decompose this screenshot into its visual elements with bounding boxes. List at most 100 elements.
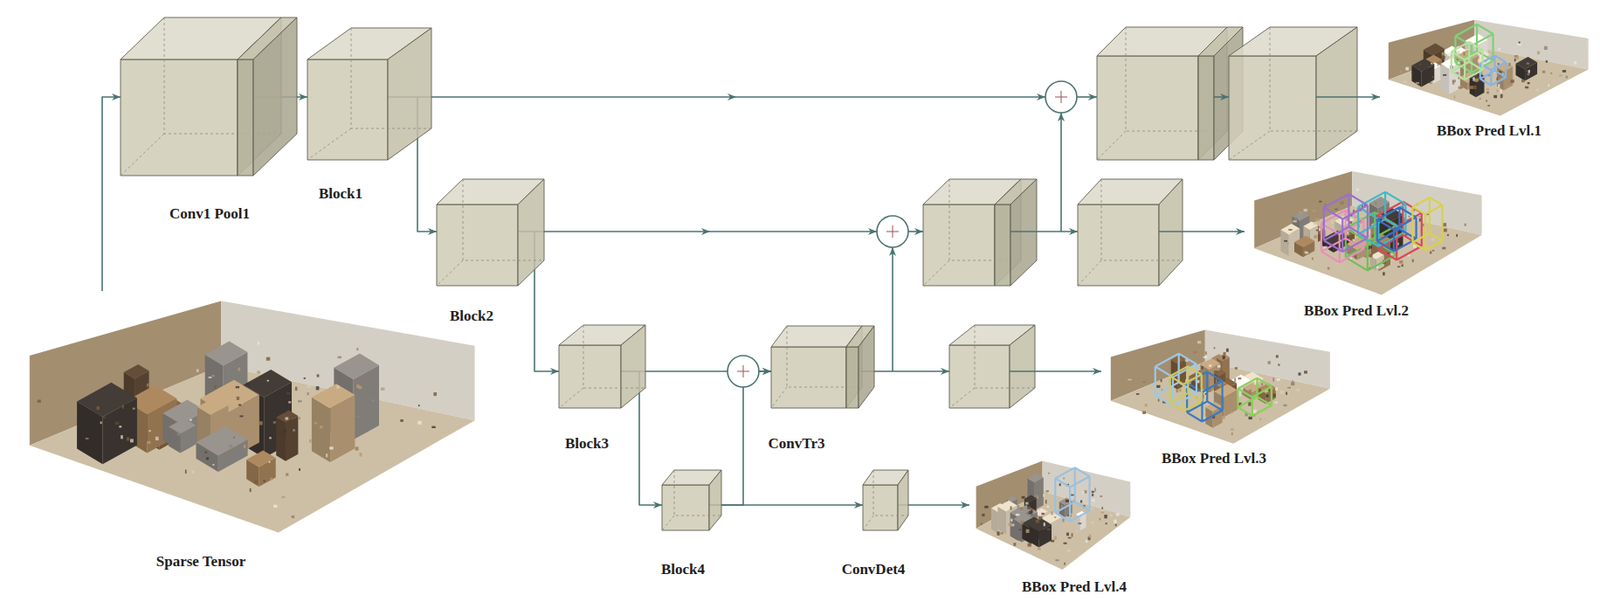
- point-speck: [1020, 520, 1024, 525]
- scene-object: [275, 417, 286, 462]
- point-speck: [1412, 259, 1414, 263]
- point-speck: [1458, 86, 1463, 90]
- point-speck: [1127, 379, 1132, 381]
- point-speck: [1374, 201, 1377, 205]
- point-speck: [1045, 489, 1049, 492]
- block-side: [897, 469, 909, 531]
- point-speck: [249, 488, 252, 492]
- sum-circle: [1045, 81, 1077, 113]
- block-side: [620, 324, 646, 408]
- bbox-wireframe: [1377, 206, 1417, 251]
- point-speck: [1070, 494, 1075, 497]
- point-speck: [1054, 536, 1057, 540]
- point-speck: [1369, 254, 1373, 257]
- point-speck: [358, 452, 362, 456]
- layer-label: Block1: [318, 185, 363, 203]
- point-speck: [1273, 393, 1276, 397]
- point-speck: [285, 473, 289, 476]
- point-speck: [1493, 95, 1497, 98]
- point-speck: [1021, 496, 1026, 499]
- point-speck: [1272, 377, 1275, 381]
- point-speck: [1048, 472, 1050, 475]
- point-speck: [355, 446, 359, 450]
- block-front: [120, 59, 238, 176]
- point-speck: [1474, 78, 1478, 83]
- point-speck: [1258, 388, 1262, 393]
- point-speck: [292, 428, 296, 432]
- point-speck: [100, 420, 103, 424]
- point-speck: [262, 480, 265, 483]
- point-speck: [268, 436, 272, 439]
- point-speck: [1065, 499, 1069, 503]
- point-speck: [1515, 56, 1518, 60]
- point-speck: [1197, 379, 1200, 383]
- point-speck: [325, 453, 328, 457]
- point-speck: [317, 373, 320, 377]
- drawing-group: [307, 27, 432, 160]
- drawing-group: [1110, 330, 1331, 444]
- point-speck: [1303, 370, 1308, 373]
- point-speck: [273, 504, 277, 508]
- point-speck: [1469, 85, 1474, 90]
- point-speck: [238, 367, 242, 372]
- point-speck: [1487, 104, 1490, 107]
- block-side: [1158, 179, 1183, 286]
- drawing-group: [662, 469, 722, 531]
- point-speck: [1142, 411, 1146, 414]
- panel-caption: BBox Pred Lvl.4: [1021, 578, 1127, 596]
- scene-object: [1294, 235, 1315, 248]
- point-speck: [1292, 220, 1297, 222]
- point-speck: [1061, 504, 1063, 508]
- point-speck: [1510, 79, 1515, 83]
- point-speck: [1432, 75, 1435, 78]
- layer-block: ConvTr3: [771, 325, 875, 408]
- point-speck: [1255, 371, 1258, 373]
- hidden-edge: [558, 324, 646, 408]
- point-speck: [286, 392, 290, 394]
- scene-object: [76, 382, 138, 417]
- point-speck: [1382, 271, 1385, 276]
- point-speck: [208, 376, 213, 379]
- point-speck: [1558, 75, 1562, 77]
- point-speck: [268, 461, 271, 463]
- point-speck: [1050, 539, 1055, 543]
- point-speck: [1276, 378, 1281, 381]
- point-speck: [1200, 361, 1202, 364]
- point-speck: [1265, 352, 1268, 357]
- point-speck: [1028, 510, 1033, 515]
- point-speck: [1430, 62, 1433, 65]
- point-speck: [1280, 390, 1284, 394]
- scene-object: [1213, 384, 1238, 398]
- point-speck: [1298, 211, 1303, 214]
- point-speck: [1562, 69, 1566, 73]
- point-speck: [1063, 562, 1066, 566]
- scene-object: [311, 397, 331, 463]
- point-speck: [1500, 89, 1503, 93]
- point-speck: [303, 377, 306, 380]
- point-speck: [1020, 507, 1023, 511]
- drawing-group: [771, 325, 875, 408]
- point-speck: [185, 469, 187, 474]
- point-speck: [1304, 250, 1308, 254]
- point-speck: [1368, 245, 1373, 249]
- scene-panel: BBox Pred Lvl.2: [1244, 165, 1490, 299]
- point-speck: [1497, 62, 1500, 65]
- point-speck: [336, 385, 339, 389]
- scene-object: [1205, 401, 1222, 412]
- point-speck: [284, 416, 289, 420]
- point-speck: [1349, 220, 1352, 224]
- point-speck: [1115, 524, 1118, 527]
- point-speck: [212, 374, 215, 377]
- point-speck: [1080, 500, 1083, 504]
- point-speck: [1315, 218, 1319, 222]
- point-speck: [1265, 394, 1269, 398]
- point-speck: [204, 451, 207, 454]
- point-speck: [1234, 366, 1238, 369]
- point-speck: [1253, 409, 1257, 414]
- point-speck: [309, 439, 312, 443]
- point-speck: [1283, 404, 1288, 407]
- scene-object: [1200, 358, 1221, 370]
- point-speck: [177, 432, 181, 436]
- point-speck: [1221, 415, 1225, 420]
- block-drawing: [662, 469, 722, 531]
